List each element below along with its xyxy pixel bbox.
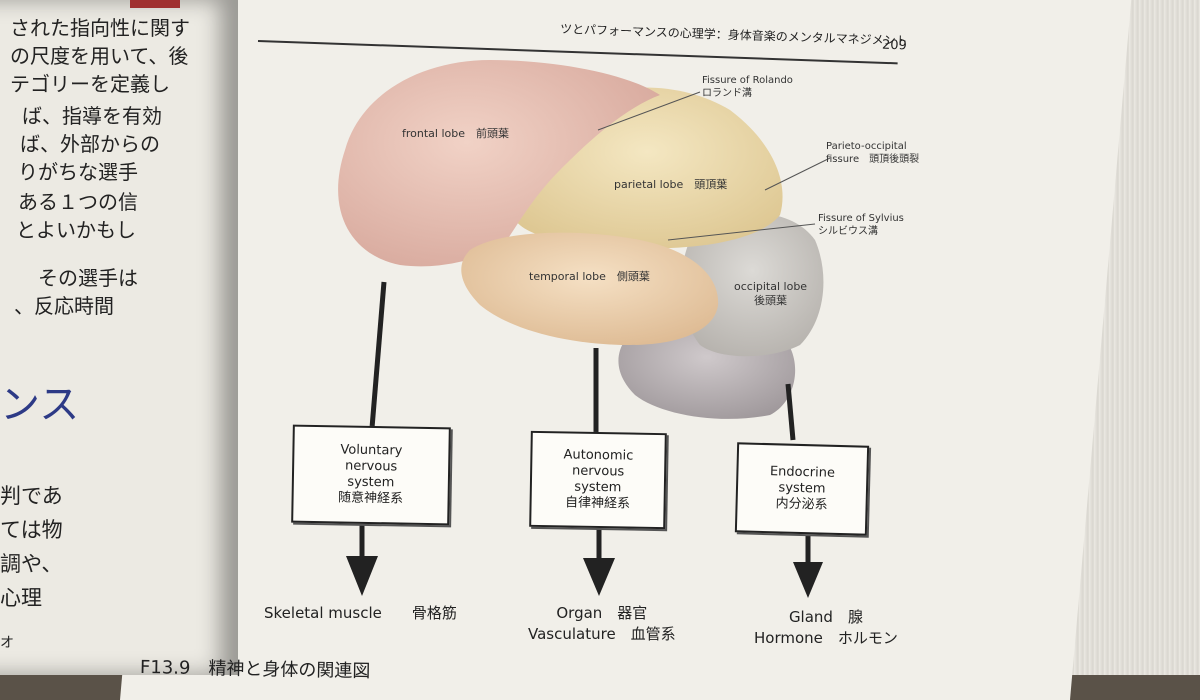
voluntary-connector-line [372,282,384,428]
temporal-lobe-label: temporal lobe 側頭葉 [529,270,650,284]
figure-caption: F13.9 精神と身体の関連図 [140,653,371,683]
parietal-lobe-label: parietal lobe 頭頂葉 [614,178,727,192]
frontal-lobe-label: frontal lobe 前頭葉 [402,127,509,141]
autonomic-arrow-head [583,558,615,596]
brain-diagram [0,0,1200,675]
voluntary-arrow-head [346,556,378,596]
endocrine-connector-line [788,384,793,440]
endocrine-arrow-head [793,562,823,598]
temporal-lobe-region [461,233,718,345]
skeletal-muscle-output: Skeletal muscle 骨格筋 [264,602,457,623]
